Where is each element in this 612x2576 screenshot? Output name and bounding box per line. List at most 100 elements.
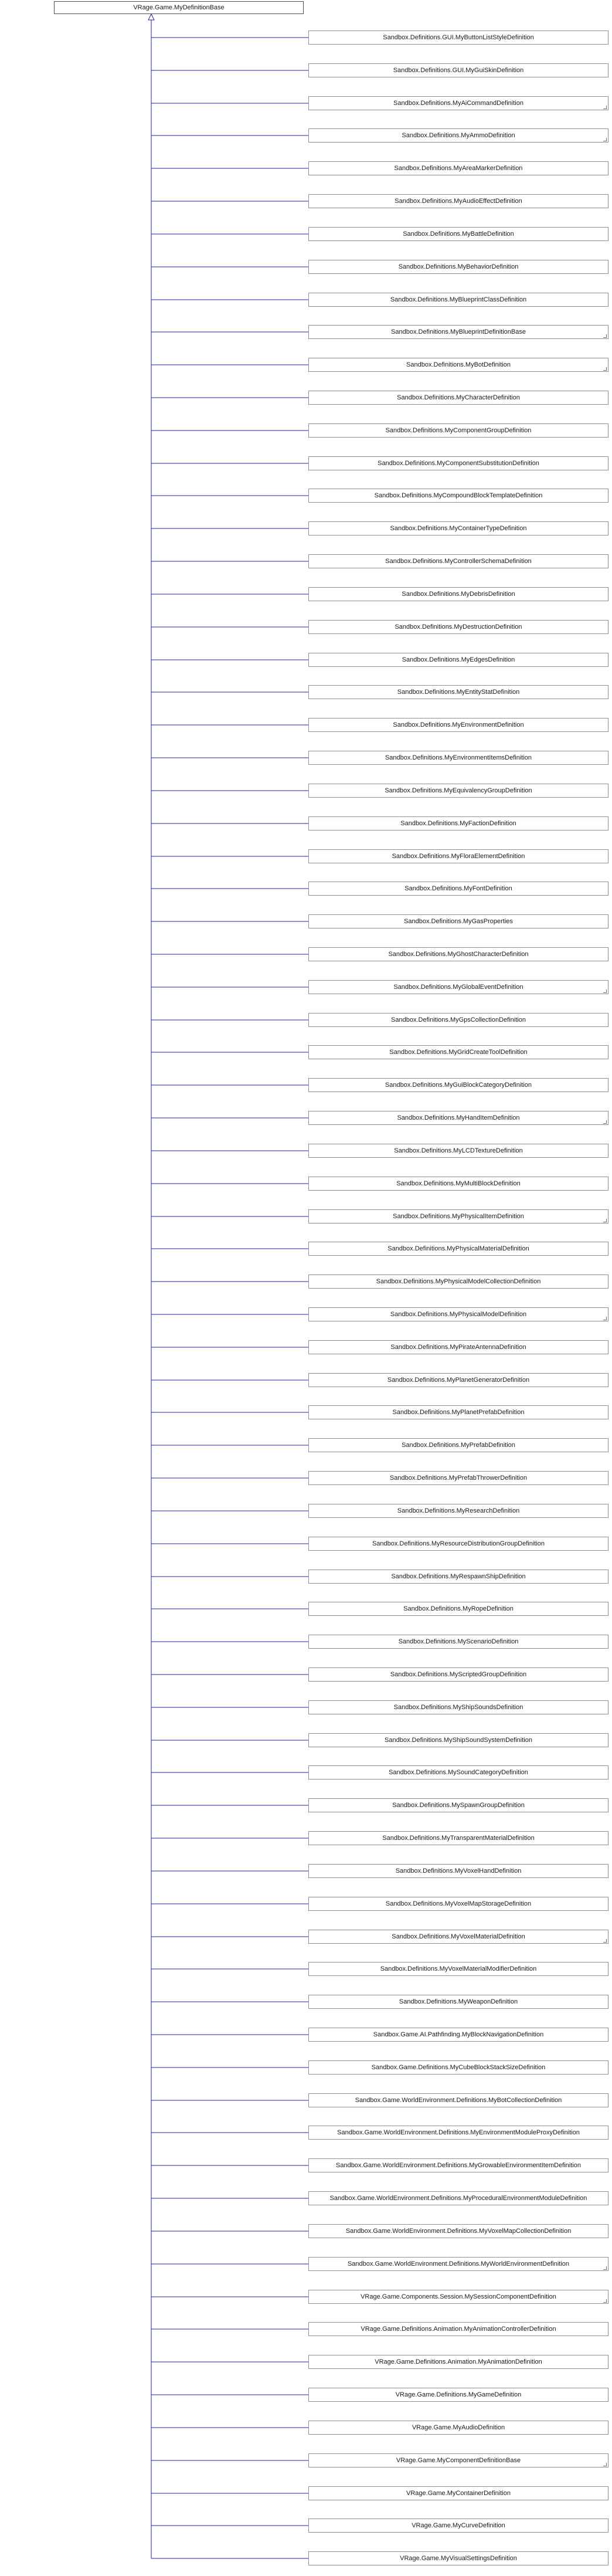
derived-class-label: Sandbox.Definitions.MyGhostCharacterDefi… — [388, 951, 529, 958]
base-class-label: VRage.Game.MyDefinitionBase — [133, 4, 225, 11]
derived-class-node[interactable]: Sandbox.Definitions.MyPhysicalModelColle… — [308, 1275, 608, 1289]
derived-class-node[interactable]: Sandbox.Definitions.MyRespawnShipDefinit… — [308, 1570, 608, 1584]
derived-class-node[interactable]: VRage.Game.MyAudioDefinition — [308, 2421, 608, 2435]
collapsed-subclasses-icon — [603, 2266, 607, 2270]
derived-class-node[interactable]: VRage.Game.MyComponentDefinitionBase — [308, 2453, 608, 2467]
derived-class-node[interactable]: Sandbox.Definitions.MyAiCommandDefinitio… — [308, 96, 608, 110]
derived-class-node[interactable]: VRage.Game.Components.Session.MySessionC… — [308, 2290, 608, 2304]
derived-class-node[interactable]: Sandbox.Definitions.MyPhysicalModelDefin… — [308, 1307, 608, 1321]
derived-class-node[interactable]: Sandbox.Definitions.MyFloraElementDefini… — [308, 849, 608, 863]
derived-class-node[interactable]: Sandbox.Definitions.MyGlobalEventDefinit… — [308, 980, 608, 994]
derived-class-node[interactable]: Sandbox.Game.WorldEnvironment.Definition… — [308, 2257, 608, 2271]
derived-class-node[interactable]: Sandbox.Definitions.MyDebrisDefinition — [308, 587, 608, 601]
derived-class-node[interactable]: Sandbox.Definitions.MyResearchDefinition — [308, 1504, 608, 1518]
derived-class-node[interactable]: Sandbox.Definitions.MyBotDefinition — [308, 358, 608, 372]
derived-class-node[interactable]: Sandbox.Definitions.MyPlanetGeneratorDef… — [308, 1373, 608, 1387]
derived-class-node[interactable]: VRage.Game.MyVisualSettingsDefinition — [308, 2551, 608, 2565]
derived-class-node[interactable]: Sandbox.Definitions.MyEdgesDefinition — [308, 653, 608, 667]
derived-class-node[interactable]: VRage.Game.Definitions.MyGameDefinition — [308, 2388, 608, 2402]
derived-class-node[interactable]: Sandbox.Game.WorldEnvironment.Definition… — [308, 2126, 608, 2140]
derived-class-node[interactable]: Sandbox.Definitions.MyPlanetPrefabDefini… — [308, 1405, 608, 1419]
derived-class-node[interactable]: Sandbox.Definitions.MyScriptedGroupDefin… — [308, 1667, 608, 1682]
derived-class-node[interactable]: Sandbox.Definitions.MyVoxelMapStorageDef… — [308, 1897, 608, 1911]
derived-class-node[interactable]: Sandbox.Definitions.MyComponentSubstitut… — [308, 456, 608, 470]
derived-class-node[interactable]: Sandbox.Definitions.MyMultiBlockDefiniti… — [308, 1177, 608, 1191]
derived-class-node[interactable]: Sandbox.Game.WorldEnvironment.Definition… — [308, 2191, 608, 2205]
derived-class-label: Sandbox.Definitions.MySpawnGroupDefiniti… — [392, 1802, 525, 1809]
derived-class-label: Sandbox.Definitions.MyEnvironmentDefinit… — [393, 721, 524, 728]
derived-class-node[interactable]: Sandbox.Definitions.MyCharacterDefinitio… — [308, 391, 608, 405]
derived-class-node[interactable]: Sandbox.Game.AI.Pathfinding.MyBlockNavig… — [308, 2028, 608, 2042]
derived-class-node[interactable]: Sandbox.Definitions.MyBattleDefinition — [308, 227, 608, 241]
derived-class-node[interactable]: VRage.Game.Definitions.Animation.MyAnima… — [308, 2322, 608, 2336]
derived-class-node[interactable]: Sandbox.Definitions.MyGuiBlockCategoryDe… — [308, 1078, 608, 1092]
derived-class-node[interactable]: Sandbox.Definitions.MyFontDefinition — [308, 882, 608, 896]
derived-class-node[interactable]: Sandbox.Definitions.MyAreaMarkerDefiniti… — [308, 161, 608, 175]
derived-class-label: Sandbox.Definitions.MyPirateAntennaDefin… — [390, 1344, 526, 1351]
derived-class-node[interactable]: Sandbox.Definitions.MyPrefabDefinition — [308, 1438, 608, 1452]
derived-class-node[interactable]: Sandbox.Definitions.MyPrefabThrowerDefin… — [308, 1471, 608, 1485]
derived-class-label: Sandbox.Definitions.MyScriptedGroupDefin… — [390, 1671, 527, 1678]
derived-class-node[interactable]: Sandbox.Definitions.MyAudioEffectDefinit… — [308, 194, 608, 208]
derived-class-node[interactable]: Sandbox.Definitions.MyEquivalencyGroupDe… — [308, 784, 608, 798]
derived-class-label: Sandbox.Definitions.MyHandItemDefinition — [397, 1114, 520, 1121]
derived-class-node[interactable]: Sandbox.Definitions.MyPhysicalMaterialDe… — [308, 1242, 608, 1256]
derived-class-node[interactable]: Sandbox.Definitions.MyGpsCollectionDefin… — [308, 1013, 608, 1027]
derived-class-node[interactable]: Sandbox.Definitions.MyCompoundBlockTempl… — [308, 489, 608, 503]
derived-class-label: Sandbox.Definitions.MyEdgesDefinition — [402, 656, 515, 663]
derived-class-node[interactable]: Sandbox.Definitions.MyHandItemDefinition — [308, 1111, 608, 1125]
derived-class-node[interactable]: Sandbox.Game.WorldEnvironment.Definition… — [308, 2158, 608, 2172]
derived-class-node[interactable]: Sandbox.Definitions.MyVoxelHandDefinitio… — [308, 1864, 608, 1878]
derived-class-node[interactable]: Sandbox.Definitions.MyBlueprintClassDefi… — [308, 293, 608, 307]
derived-class-node[interactable]: Sandbox.Game.WorldEnvironment.Definition… — [308, 2224, 608, 2238]
derived-class-node[interactable]: VRage.Game.MyCurveDefinition — [308, 2519, 608, 2533]
derived-class-node[interactable]: Sandbox.Definitions.MyBlueprintDefinitio… — [308, 325, 608, 339]
derived-class-label: Sandbox.Definitions.MyShipSoundSystemDef… — [385, 1737, 532, 1744]
derived-class-node[interactable]: Sandbox.Game.Definitions.MyCubeBlockStac… — [308, 2060, 608, 2075]
derived-class-node[interactable]: Sandbox.Game.WorldEnvironment.Definition… — [308, 2093, 608, 2107]
derived-class-label: Sandbox.Definitions.MyPlanetGeneratorDef… — [387, 1377, 530, 1384]
derived-class-node[interactable]: Sandbox.Definitions.MyGhostCharacterDefi… — [308, 947, 608, 961]
derived-class-node[interactable]: Sandbox.Definitions.MyTransparentMateria… — [308, 1831, 608, 1845]
derived-class-node[interactable]: Sandbox.Definitions.MyVoxelMaterialModif… — [308, 1962, 608, 1976]
derived-class-node[interactable]: Sandbox.Definitions.MyPhysicalItemDefini… — [308, 1209, 608, 1223]
derived-class-node[interactable]: Sandbox.Definitions.MyPirateAntennaDefin… — [308, 1340, 608, 1354]
derived-class-node[interactable]: Sandbox.Definitions.MyEntityStatDefiniti… — [308, 685, 608, 699]
derived-class-node[interactable]: Sandbox.Definitions.MyBehaviorDefinition — [308, 260, 608, 274]
derived-class-node[interactable]: Sandbox.Definitions.MyAmmoDefinition — [308, 128, 608, 143]
derived-class-node[interactable]: Sandbox.Definitions.MyControllerSchemaDe… — [308, 554, 608, 568]
derived-class-label: Sandbox.Definitions.MyVoxelMaterialModif… — [380, 1965, 537, 1972]
derived-class-label: Sandbox.Definitions.MyBlueprintClassDefi… — [390, 296, 527, 303]
derived-class-label: Sandbox.Definitions.MyContainerTypeDefin… — [390, 525, 527, 532]
derived-class-node[interactable]: Sandbox.Definitions.MySoundCategoryDefin… — [308, 1765, 608, 1780]
derived-class-label: Sandbox.Definitions.MyFactionDefinition — [400, 820, 516, 827]
derived-class-node[interactable]: Sandbox.Definitions.MyEnvironmentDefinit… — [308, 718, 608, 732]
derived-class-node[interactable]: Sandbox.Definitions.MyResourceDistributi… — [308, 1537, 608, 1551]
derived-class-node[interactable]: Sandbox.Definitions.MyShipSoundSystemDef… — [308, 1733, 608, 1747]
derived-class-node[interactable]: Sandbox.Definitions.MyGridCreateToolDefi… — [308, 1045, 608, 1059]
derived-class-node[interactable]: Sandbox.Definitions.GUI.MyGuiSkinDefinit… — [308, 63, 608, 77]
derived-class-node[interactable]: VRage.Game.MyContainerDefinition — [308, 2486, 608, 2500]
collapsed-subclasses-icon — [603, 2463, 607, 2466]
derived-class-label: Sandbox.Definitions.MyPrefabDefinition — [402, 1442, 515, 1449]
derived-class-node[interactable]: Sandbox.Definitions.MyEnvironmentItemsDe… — [308, 751, 608, 765]
derived-class-node[interactable]: Sandbox.Definitions.MyWeaponDefinition — [308, 1995, 608, 2009]
derived-class-node[interactable]: Sandbox.Definitions.MyGasProperties — [308, 914, 608, 928]
derived-class-node[interactable]: Sandbox.Definitions.MyFactionDefinition — [308, 816, 608, 831]
derived-class-node[interactable]: Sandbox.Definitions.GUI.MyButtonListStyl… — [308, 30, 608, 45]
derived-class-label: VRage.Game.MyAudioDefinition — [412, 2424, 505, 2431]
derived-class-node[interactable]: VRage.Game.Definitions.Animation.MyAnima… — [308, 2355, 608, 2369]
derived-class-node[interactable]: Sandbox.Definitions.MyDestructionDefinit… — [308, 620, 608, 634]
derived-class-node[interactable]: Sandbox.Definitions.MyShipSoundsDefiniti… — [308, 1700, 608, 1714]
derived-class-node[interactable]: Sandbox.Definitions.MyLCDTextureDefiniti… — [308, 1144, 608, 1158]
derived-class-node[interactable]: Sandbox.Definitions.MyComponentGroupDefi… — [308, 423, 608, 438]
collapsed-subclasses-icon — [603, 138, 607, 141]
derived-class-node[interactable]: Sandbox.Definitions.MyVoxelMaterialDefin… — [308, 1930, 608, 1944]
derived-class-node[interactable]: Sandbox.Definitions.MyRopeDefinition — [308, 1602, 608, 1616]
derived-class-node[interactable]: Sandbox.Definitions.MySpawnGroupDefiniti… — [308, 1798, 608, 1812]
derived-class-label: Sandbox.Definitions.GUI.MyGuiSkinDefinit… — [393, 67, 524, 74]
derived-class-node[interactable]: Sandbox.Definitions.MyScenarioDefinition — [308, 1635, 608, 1649]
base-class-node[interactable]: VRage.Game.MyDefinitionBase — [54, 1, 304, 14]
derived-class-node[interactable]: Sandbox.Definitions.MyContainerTypeDefin… — [308, 521, 608, 535]
